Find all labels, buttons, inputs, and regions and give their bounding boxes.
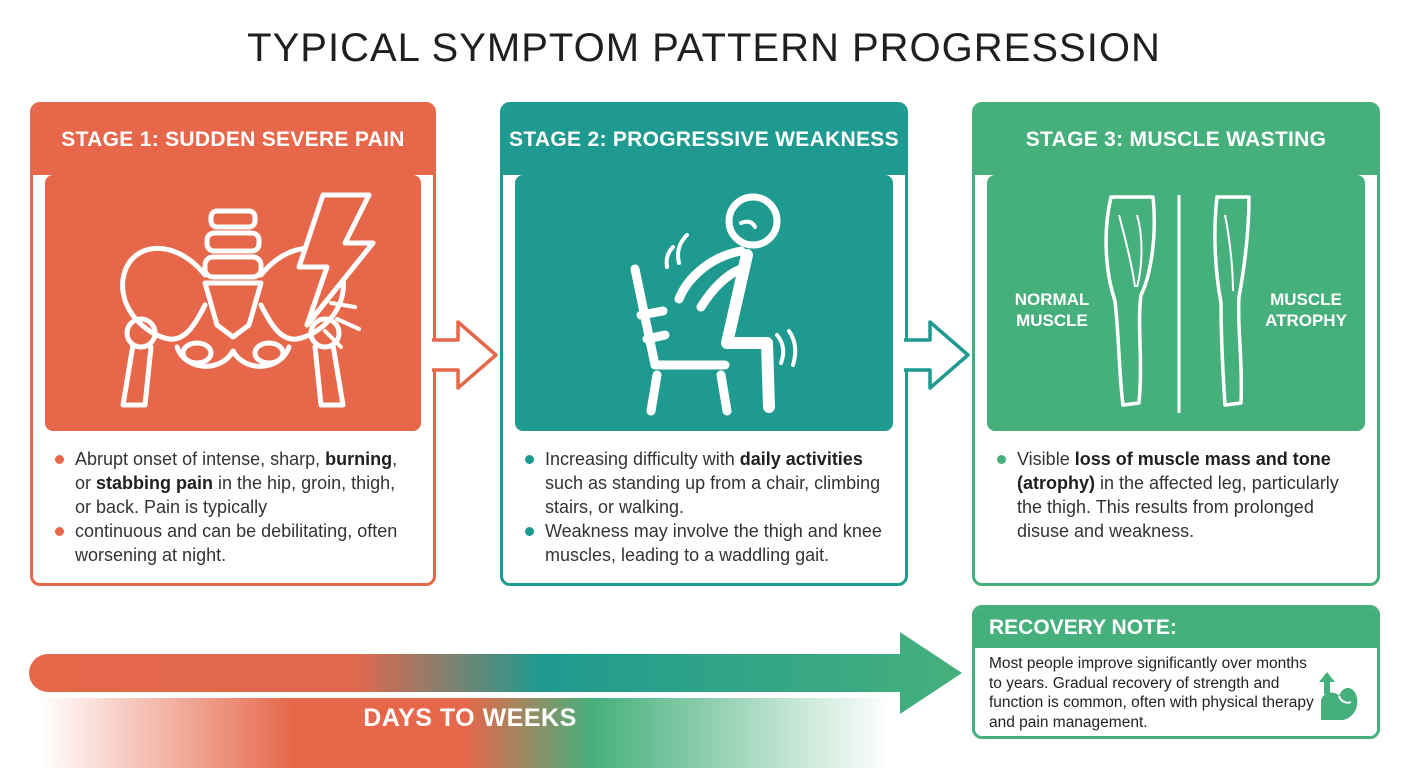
stage-1-bullet-1: Abrupt onset of intense, sharp, burning,… (53, 447, 415, 519)
lightning-icon (296, 192, 376, 349)
stage-2-bullet-2: Weakness may involve the thigh and knee … (523, 519, 887, 567)
leg-icon (1104, 195, 1181, 413)
seated-person-icon (630, 193, 798, 416)
stage-3-card: STAGE 3: MUSCLE WASTING NORMAL MUSCLE MU… (972, 102, 1380, 586)
muscle-atrophy-label: MUSCLE ATROPHY (1265, 290, 1347, 330)
normal-muscle-label: NORMAL MUSCLE (1014, 290, 1090, 330)
leg-icon (1213, 195, 1251, 407)
stage-3-heading: STAGE 3: MUSCLE WASTING (975, 105, 1377, 175)
recovery-heading: RECOVERY NOTE: (975, 608, 1377, 648)
recovery-note: RECOVERY NOTE: Most people improve signi… (972, 605, 1380, 739)
stage-3-bullet-1: Visible loss of muscle mass and tone (at… (995, 447, 1359, 543)
stage-2-bullet-1: Increasing difficulty with daily activit… (523, 447, 887, 519)
recovery-text: Most people improve significantly over m… (989, 655, 1314, 731)
pelvis-icon (120, 208, 346, 408)
stage-1-bullet-2: continuous and can be debilitating, ofte… (53, 519, 415, 567)
flexed-arm-icon (1319, 672, 1358, 720)
timeline-arrow (29, 632, 962, 768)
stage-2-heading: STAGE 2: PROGRESSIVE WEAKNESS (503, 105, 905, 175)
timeline-label: DAYS TO WEEKS (363, 704, 577, 732)
stage-2-to-3-arrow-icon (904, 320, 970, 390)
page-title: TYPICAL SYMPTOM PATTERN PROGRESSION (247, 26, 1161, 70)
stage-2-card: STAGE 2: PROGRESSIVE WEAKNESS (500, 102, 908, 586)
stage-1-to-2-arrow-icon (432, 320, 498, 390)
stage-1-card: STAGE 1: SUDDEN SEVERE PAIN (30, 102, 436, 586)
stage-1-heading: STAGE 1: SUDDEN SEVERE PAIN (33, 105, 433, 175)
stage-3-illustration: NORMAL MUSCLE MUSCLE ATROPHY (987, 175, 1365, 431)
stage-2-illustration (515, 175, 893, 431)
stage-1-illustration (45, 175, 421, 431)
